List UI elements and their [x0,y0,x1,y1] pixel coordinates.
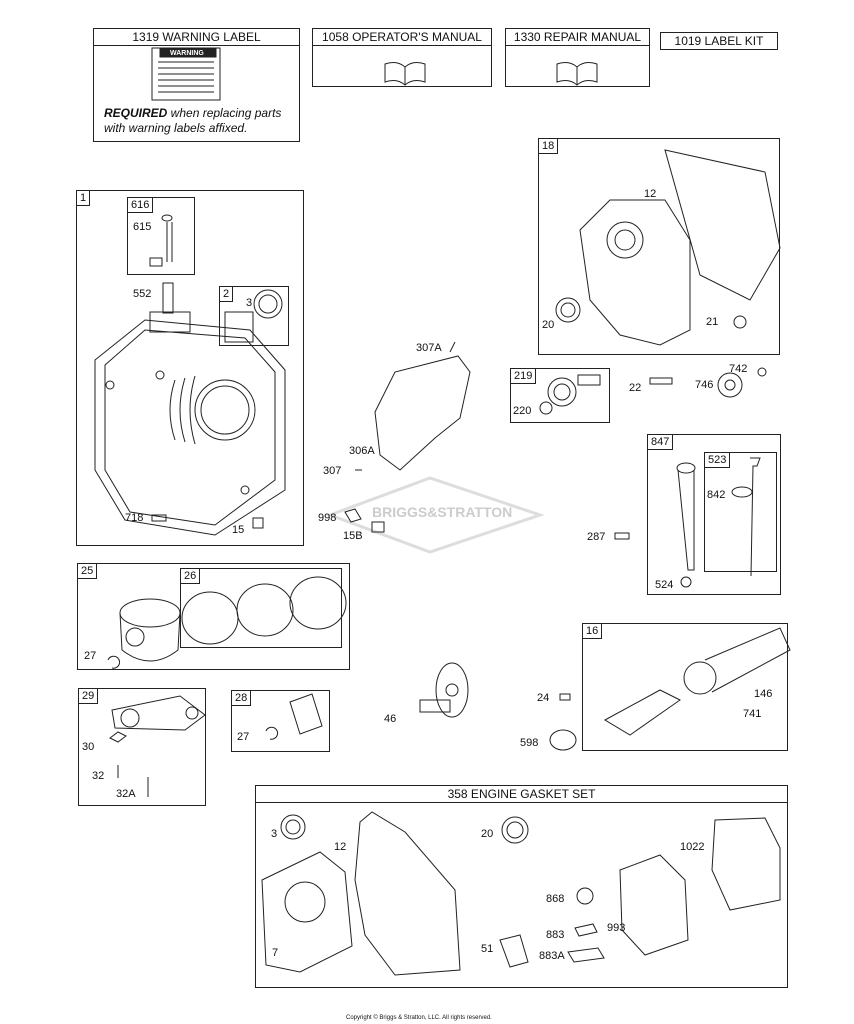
warning-note: REQUIRED when replacing parts with warni… [104,106,281,136]
group-tag-28: 28 [231,690,252,706]
gasket-part-12: 12 [334,841,347,853]
group-tag-219: 219 [510,368,537,384]
screw-287 [614,532,630,540]
group-tag-523: 523 [704,452,731,468]
part-842: 842 [707,489,726,501]
part-15: 15 [232,524,245,536]
gasket-part-883a: 883A [539,950,565,962]
part-552: 552 [133,288,152,300]
repair-manual-header: 1330 REPAIR MANUAL [505,28,650,46]
part-741: 741 [743,708,762,720]
part-12: 12 [644,188,657,200]
part-615: 615 [133,221,152,233]
part-146: 146 [754,688,773,700]
label-kit-header: 1019 LABEL KIT [660,32,778,50]
warning-label-header: 1319 WARNING LABEL [93,28,300,46]
group-tag-cylinder: 1 [76,190,91,206]
part-287: 287 [587,531,606,543]
seal-598 [549,729,577,751]
part-20: 20 [542,319,555,331]
part-746: 746 [695,379,714,391]
group-box-cylinder [76,190,304,546]
part-307: 307 [323,465,342,477]
part-220: 220 [513,405,532,417]
gasket-part-51: 51 [481,943,494,955]
part-3: 3 [246,297,253,309]
operators-manual-box [312,45,492,87]
group-tag-616: 616 [127,197,154,213]
part-30: 30 [82,741,95,753]
group-box-847 [647,434,781,595]
part-32a: 32A [116,788,136,800]
part-32: 32 [92,770,105,782]
group-box-16 [582,623,788,751]
part-22: 22 [629,382,642,394]
group-box-26 [180,568,342,648]
washer-742 [757,367,767,377]
part-306a: 306A [349,445,375,457]
gasket-part-993: 993 [607,922,626,934]
part-46: 46 [384,713,397,725]
gasket-part-883: 883 [546,929,565,941]
part-998: 998 [318,512,337,524]
gasket-part-868: 868 [546,893,565,905]
warning-card-title: WARNING [170,50,204,57]
group-tag-847: 847 [647,434,674,450]
group-box-25 [77,563,350,670]
warning-note-text: when replacing parts [167,106,282,120]
warning-label-box [93,45,300,142]
camshaft [419,662,469,718]
part-742: 742 [729,363,748,375]
gear-746 [717,372,743,398]
gasket-set-box [255,785,788,988]
group-box-2 [219,286,289,346]
group-box-28 [231,690,330,752]
group-box-523 [704,452,777,572]
part-598: 598 [520,737,539,749]
part-524: 524 [655,579,674,591]
group-tag-18: 18 [538,138,559,154]
part-307a: 307A [416,342,442,354]
part-24: 24 [537,692,550,704]
repair-manual-box [505,45,650,87]
group-box-616 [127,197,195,275]
group-tag-2: 2 [219,286,234,302]
gasket-part-1022: 1022 [680,841,705,853]
group-box-18 [538,138,780,355]
part-27-piston: 27 [84,650,97,662]
gasket-part-3: 3 [271,828,278,840]
part-21: 21 [706,316,719,328]
group-tag-26: 26 [180,568,201,584]
pin-24 [559,693,571,701]
part-718: 718 [125,512,144,524]
part-27-pin: 27 [237,731,250,743]
warning-note-line2: with warning labels affixed. [104,121,248,135]
watermark-text: BRIGGS&STRATTON [372,504,513,520]
part-15b: 15B [343,530,363,542]
copyright: Copyright © Briggs & Stratton, LLC. All … [346,1015,492,1021]
group-box-219 [510,368,610,423]
gasket-part-7: 7 [272,947,279,959]
operators-manual-header: 1058 OPERATOR'S MANUAL [312,28,492,46]
screw-22 [649,377,673,385]
group-box-29 [78,688,206,806]
warning-note-bold: REQUIRED [104,106,168,120]
group-tag-29: 29 [78,688,99,704]
gasket-set-header: 358 ENGINE GASKET SET [255,785,788,803]
group-tag-25: 25 [77,563,98,579]
group-tag-16: 16 [582,623,603,639]
gasket-part-20: 20 [481,828,494,840]
